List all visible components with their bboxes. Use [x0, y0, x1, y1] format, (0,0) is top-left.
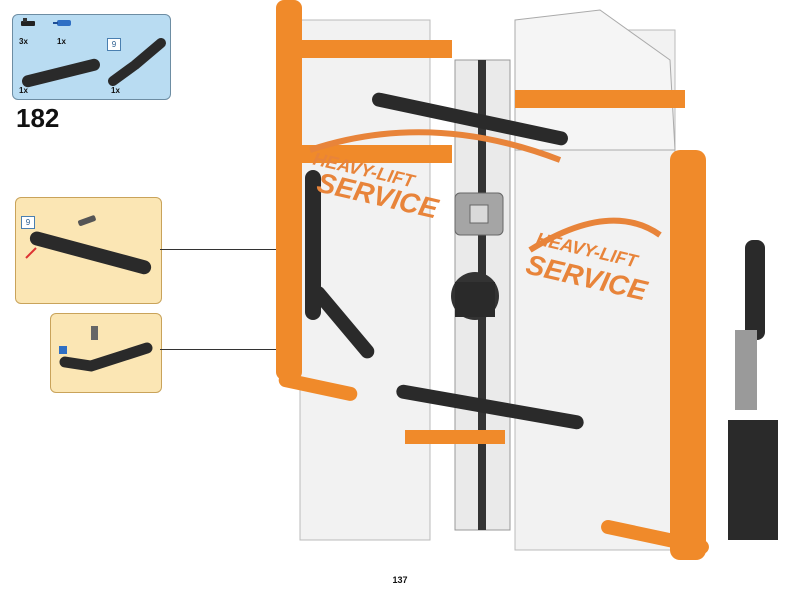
page-number: 137: [392, 575, 408, 585]
callout-leader-line-b: [160, 349, 322, 350]
blue-axle-pin-icon: [53, 20, 71, 26]
black-pin-icon: [21, 18, 35, 26]
parts-illustrations: [21, 18, 166, 88]
qty-bent-beam: 1x: [111, 86, 120, 95]
beam-length-badge: 9: [107, 38, 121, 51]
qty-straight-beam: 1x: [19, 86, 28, 95]
callout-beam-illustration: [25, 215, 152, 275]
step-number: 182: [16, 103, 60, 133]
qty-black-pin: 3x: [19, 37, 28, 46]
callout-length-badge: 9: [21, 216, 35, 229]
parts-list-box: 3x 1x 9 1x 1x: [12, 14, 171, 100]
submodel-callout-bent-beam: [50, 313, 162, 393]
callout-bent-beam-illustration: [59, 326, 153, 372]
callout-leader-line-a: [160, 249, 312, 250]
submodel-callout-beam: 9: [15, 197, 162, 304]
qty-blue-pin: 1x: [57, 37, 66, 46]
straight-beam-icon: [22, 58, 100, 88]
bent-beam-icon: [108, 38, 166, 86]
